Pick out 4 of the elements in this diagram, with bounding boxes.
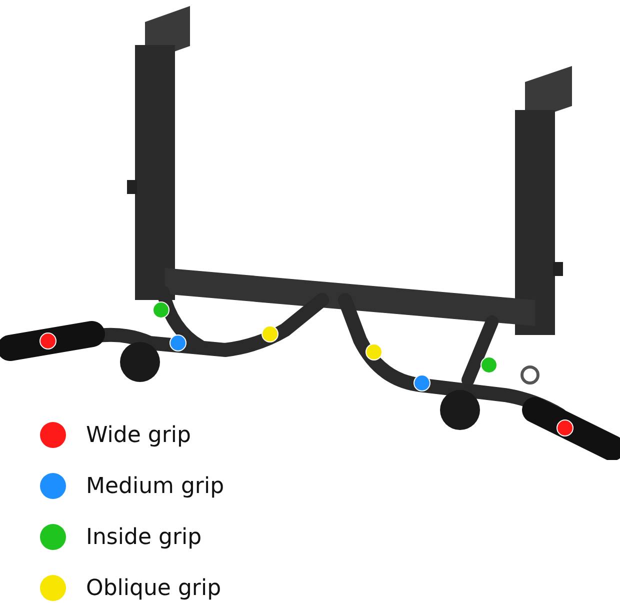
legend-label: Inside grip (86, 524, 202, 550)
legend-label: Wide grip (86, 422, 191, 448)
legend-label: Oblique grip (86, 576, 222, 600)
legend-label: Medium grip (86, 474, 224, 498)
